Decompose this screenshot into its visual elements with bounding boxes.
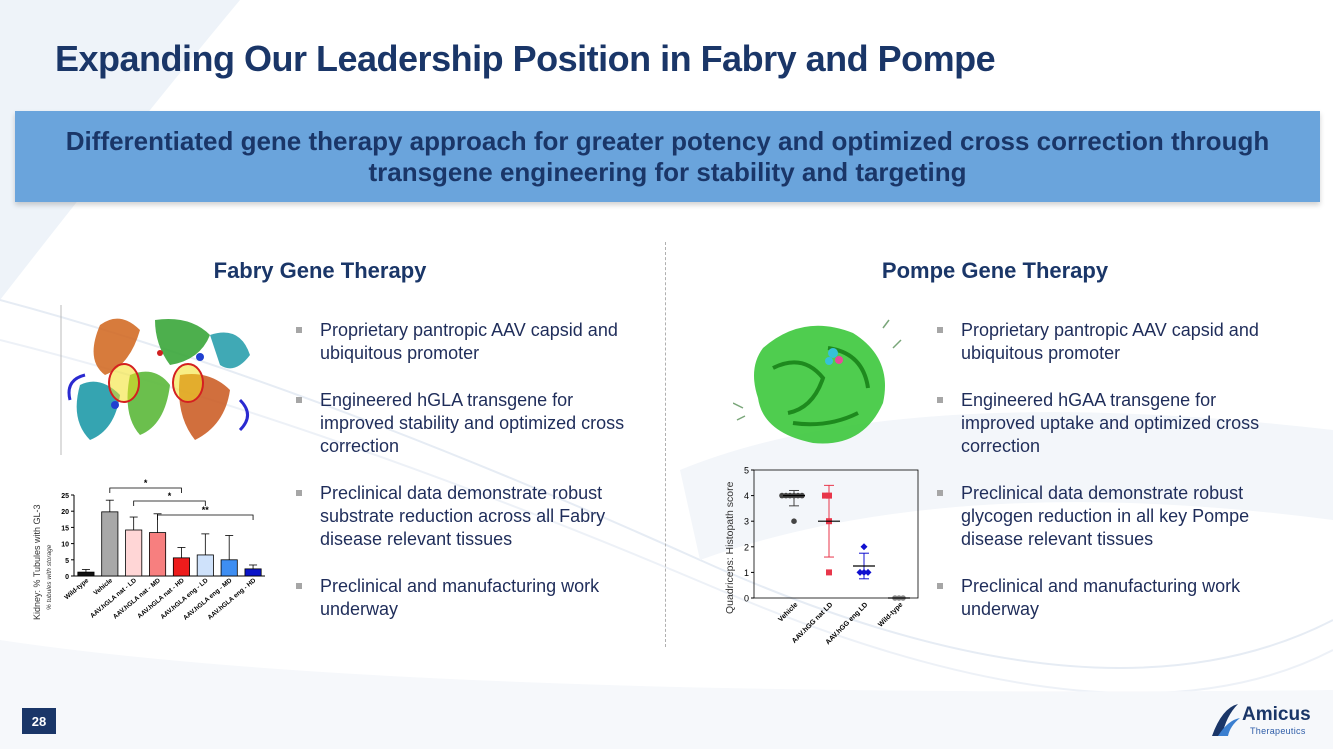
pompe-heading: Pompe Gene Therapy: [881, 258, 1109, 283]
fabry-significance-label: *: [144, 478, 148, 488]
amicus-logo: Amicus Therapeutics: [1208, 702, 1320, 742]
fabry-y-tick-label: 10: [61, 542, 69, 549]
pompe-y-tick-label: 3: [744, 517, 749, 527]
fabry-bullet: Engineered hGLA transgene for improved s…: [296, 389, 636, 458]
fabry-bar: [196, 554, 214, 577]
pompe-category-label: Vehicle: [777, 601, 799, 623]
logo-name: Amicus: [1242, 704, 1311, 725]
fabry-significance-bracket: [133, 500, 206, 506]
fabry-y-tick-label: 25: [61, 493, 69, 500]
logo-subtitle: Therapeutics: [1250, 726, 1306, 736]
fabry-y-tick-label: 20: [61, 509, 69, 516]
fabry-bar: [172, 557, 190, 577]
pompe-bullet: Preclinical data demonstrate robust glyc…: [937, 482, 1277, 551]
pompe-data-point: [779, 492, 785, 499]
pompe-bullet: Proprietary pantropic AAV capsid and ubi…: [937, 319, 1277, 365]
fabry-bar: [149, 532, 167, 577]
fabry-bar: [101, 511, 119, 577]
fabry-significance-label: *: [168, 491, 172, 501]
fabry-protein-structure-image: [60, 305, 250, 455]
pompe-y-tick-label: 2: [744, 542, 749, 552]
fabry-significance-label: **: [202, 505, 210, 515]
pompe-data-point: [864, 568, 872, 576]
pompe-data-point: [860, 543, 868, 551]
page-title: Expanding Our Leadership Position in Fab…: [55, 38, 996, 79]
pompe-data-point: [826, 569, 832, 576]
fabry-y-tick-label: 5: [65, 558, 69, 565]
pompe-category-label: Wild-type: [877, 601, 904, 628]
fabry-bar: [220, 559, 238, 577]
fabry-bullet-list: Proprietary pantropic AAV capsid and ubi…: [296, 319, 636, 645]
page-number: 28: [22, 708, 56, 734]
pompe-bullet: Preclinical and manufacturing work under…: [937, 575, 1277, 621]
fabry-y-tick-label: 15: [61, 525, 69, 532]
pompe-y-tick-label: 0: [744, 594, 749, 604]
fabry-bar: [244, 568, 262, 577]
pompe-scatter-chart: Quadriceps: Histopath score 0 1 2 3 4 5Vehicl…: [724, 466, 919, 646]
pompe-y-tick-label: 4: [744, 491, 749, 501]
banner-text: Differentiated gene therapy approach for…: [65, 125, 1270, 187]
amicus-logo-icon: [1212, 704, 1240, 736]
headline-banner: Differentiated gene therapy approach for…: [15, 111, 1320, 202]
pompe-protein-structure-image: [733, 319, 902, 444]
fabry-bullet: Proprietary pantropic AAV capsid and ubi…: [296, 319, 636, 365]
fabry-bullet: Preclinical and manufacturing work under…: [296, 575, 636, 621]
pompe-y-tick-label: 1: [744, 568, 749, 578]
fabry-bullet: Preclinical data demonstrate robust subs…: [296, 482, 636, 551]
pompe-data-point: [822, 492, 828, 499]
fabry-bar: [125, 529, 143, 577]
fabry-bar-chart: Kidney: % Tubules with GL-3 % tubules wi…: [32, 478, 265, 622]
fabry-y-tick-label: 0: [65, 574, 69, 581]
pompe-data-point: [856, 568, 864, 576]
fabry-chart-ylabel: Kidney: % Tubules with GL-3: [32, 504, 42, 620]
pompe-bullet-list: Proprietary pantropic AAV capsid and ubi…: [937, 319, 1277, 645]
fabry-bar: [77, 571, 95, 577]
fabry-significance-bracket: [157, 514, 254, 520]
pompe-bullet: Engineered hGAA transgene for improved u…: [937, 389, 1277, 458]
pompe-plot-frame: [753, 469, 919, 599]
pompe-data-point: [791, 518, 797, 524]
fabry-significance-bracket: [109, 487, 182, 493]
column-divider: [665, 242, 666, 647]
fabry-category-label: Vehicle: [92, 577, 114, 597]
fabry-chart-ylabel-sub: % tubules with storage: [46, 544, 53, 610]
pompe-y-tick-label: 5: [744, 466, 749, 476]
fabry-heading: Fabry Gene Therapy: [213, 258, 427, 283]
pompe-chart-ylabel: Quadriceps: Histopath score: [724, 481, 736, 614]
